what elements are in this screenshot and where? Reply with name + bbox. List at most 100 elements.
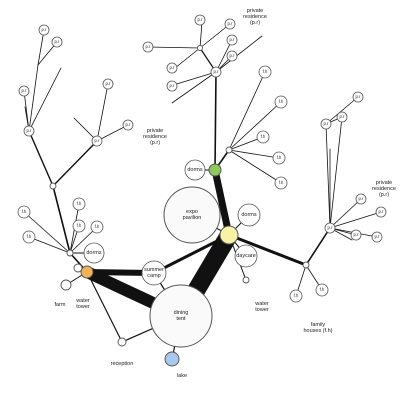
pr-node-9 — [166, 80, 178, 92]
water-tower-left-node — [73, 263, 83, 273]
dorms-left-node — [83, 242, 105, 264]
dorms-upper-node — [184, 159, 206, 181]
edge-j1-0 — [228, 71, 266, 151]
edge-upper-2 — [147, 46, 201, 49]
pr-node-18-label: p.r — [354, 232, 359, 237]
fh-node-7 — [90, 220, 104, 234]
lake-node — [164, 351, 180, 367]
fh-node-4-label: f.h — [279, 180, 284, 185]
edge-j1-4 — [228, 149, 282, 184]
fh-node-2 — [256, 130, 270, 144]
pr-node-8-label: p.r — [170, 65, 175, 70]
pr-node-4 — [194, 14, 206, 26]
pr-node-16-label: p.r — [324, 121, 329, 126]
pr-node-9-label: p.r — [170, 83, 175, 88]
fh-node-11-label: f.h — [320, 287, 325, 292]
pr-node-8 — [166, 62, 178, 74]
main-hub-node — [219, 225, 239, 245]
fh-node-2-label: f.h — [261, 134, 266, 139]
edge-upper-7 — [215, 35, 263, 73]
pr-node-11-label: p.r — [22, 88, 27, 93]
edge-orange-reception — [86, 271, 123, 343]
pr-node-16 — [320, 118, 332, 130]
pr-node-15-label: p.r — [126, 122, 131, 127]
junction-node — [225, 146, 233, 154]
pr-node-3-label: p.r — [328, 225, 333, 230]
edge-left-stem — [28, 130, 54, 187]
fh-node-8 — [22, 230, 36, 244]
edge-upper-1 — [174, 47, 201, 69]
pr-node-1-label: p.r — [27, 128, 32, 133]
pr-node-14 — [102, 78, 114, 90]
expo-pavilion-node — [163, 186, 221, 244]
edge-mid-stem — [52, 140, 98, 187]
fh-node-7-label: f.h — [95, 224, 100, 229]
dorms-upper-label: dorms — [187, 167, 203, 173]
fh-node-9 — [72, 219, 86, 233]
pr-node-12 — [38, 24, 50, 36]
farm-label: farm — [55, 302, 66, 308]
edge-j1-1 — [228, 101, 282, 151]
dorms-center-node — [237, 203, 261, 227]
fh-node-1-label: f.h — [279, 99, 284, 104]
edge-right-5 — [329, 211, 382, 229]
edge-j3-j2 — [52, 185, 71, 254]
pr-node-5 — [224, 18, 236, 30]
pr-node-3 — [324, 222, 336, 234]
pr-node-21 — [355, 193, 367, 205]
green-hub-node — [208, 163, 222, 177]
edge-right-1 — [329, 116, 343, 229]
fh-node-5-label: f.h — [22, 209, 27, 214]
lake-label: lake — [177, 373, 187, 379]
pr-node-0-label: p.r — [214, 69, 219, 74]
edge-upper-0 — [199, 21, 203, 49]
fh-node-0-label: f.h — [263, 69, 268, 74]
edge-rx — [325, 96, 359, 125]
fh-node-10 — [289, 289, 303, 303]
fh-node-0 — [258, 65, 272, 79]
farm-node — [60, 279, 72, 291]
edge-hub-green — [211, 166, 233, 239]
daycare-label: daycare — [236, 253, 256, 259]
edge-upper-5 — [215, 39, 233, 73]
fh-node-3-label: f.h — [277, 155, 282, 160]
fh-node-5 — [17, 205, 31, 219]
edge-right-stem — [305, 227, 331, 266]
reception-label: reception — [111, 361, 134, 367]
edge-hub-right — [227, 233, 308, 267]
edge-green-top — [214, 71, 217, 171]
edge-l3 — [28, 67, 62, 132]
edge-right-7 — [329, 198, 362, 229]
edge-l5 — [37, 29, 45, 66]
edge-fh4 — [28, 236, 71, 254]
summer-camp-node — [141, 260, 167, 286]
edge-m2 — [96, 124, 129, 142]
dining-tent-node — [149, 284, 213, 348]
pr-node-22-label: p.r — [356, 94, 361, 99]
pr-node-0 — [210, 66, 222, 78]
water-tower-center-node — [242, 276, 250, 284]
pr-node-2-label: p.r — [95, 138, 100, 143]
pr-node-17 — [336, 111, 348, 123]
pr-node-18 — [350, 229, 362, 241]
fh-node-11 — [315, 283, 329, 297]
pr-node-19-label: p.r — [379, 209, 384, 214]
pr-node-4-label: p.r — [198, 17, 203, 22]
edge-m3 — [73, 117, 98, 142]
pr-node-20 — [371, 231, 383, 243]
dorms-left-label: dorms — [86, 250, 102, 256]
fh-node-8-label: f.h — [27, 234, 32, 239]
fh-node-10-label: f.h — [294, 293, 299, 298]
fh-node-1 — [274, 95, 288, 109]
orange-hub-node — [80, 265, 94, 279]
fh-node-4 — [274, 176, 288, 190]
edge-hub-camp — [152, 233, 231, 275]
